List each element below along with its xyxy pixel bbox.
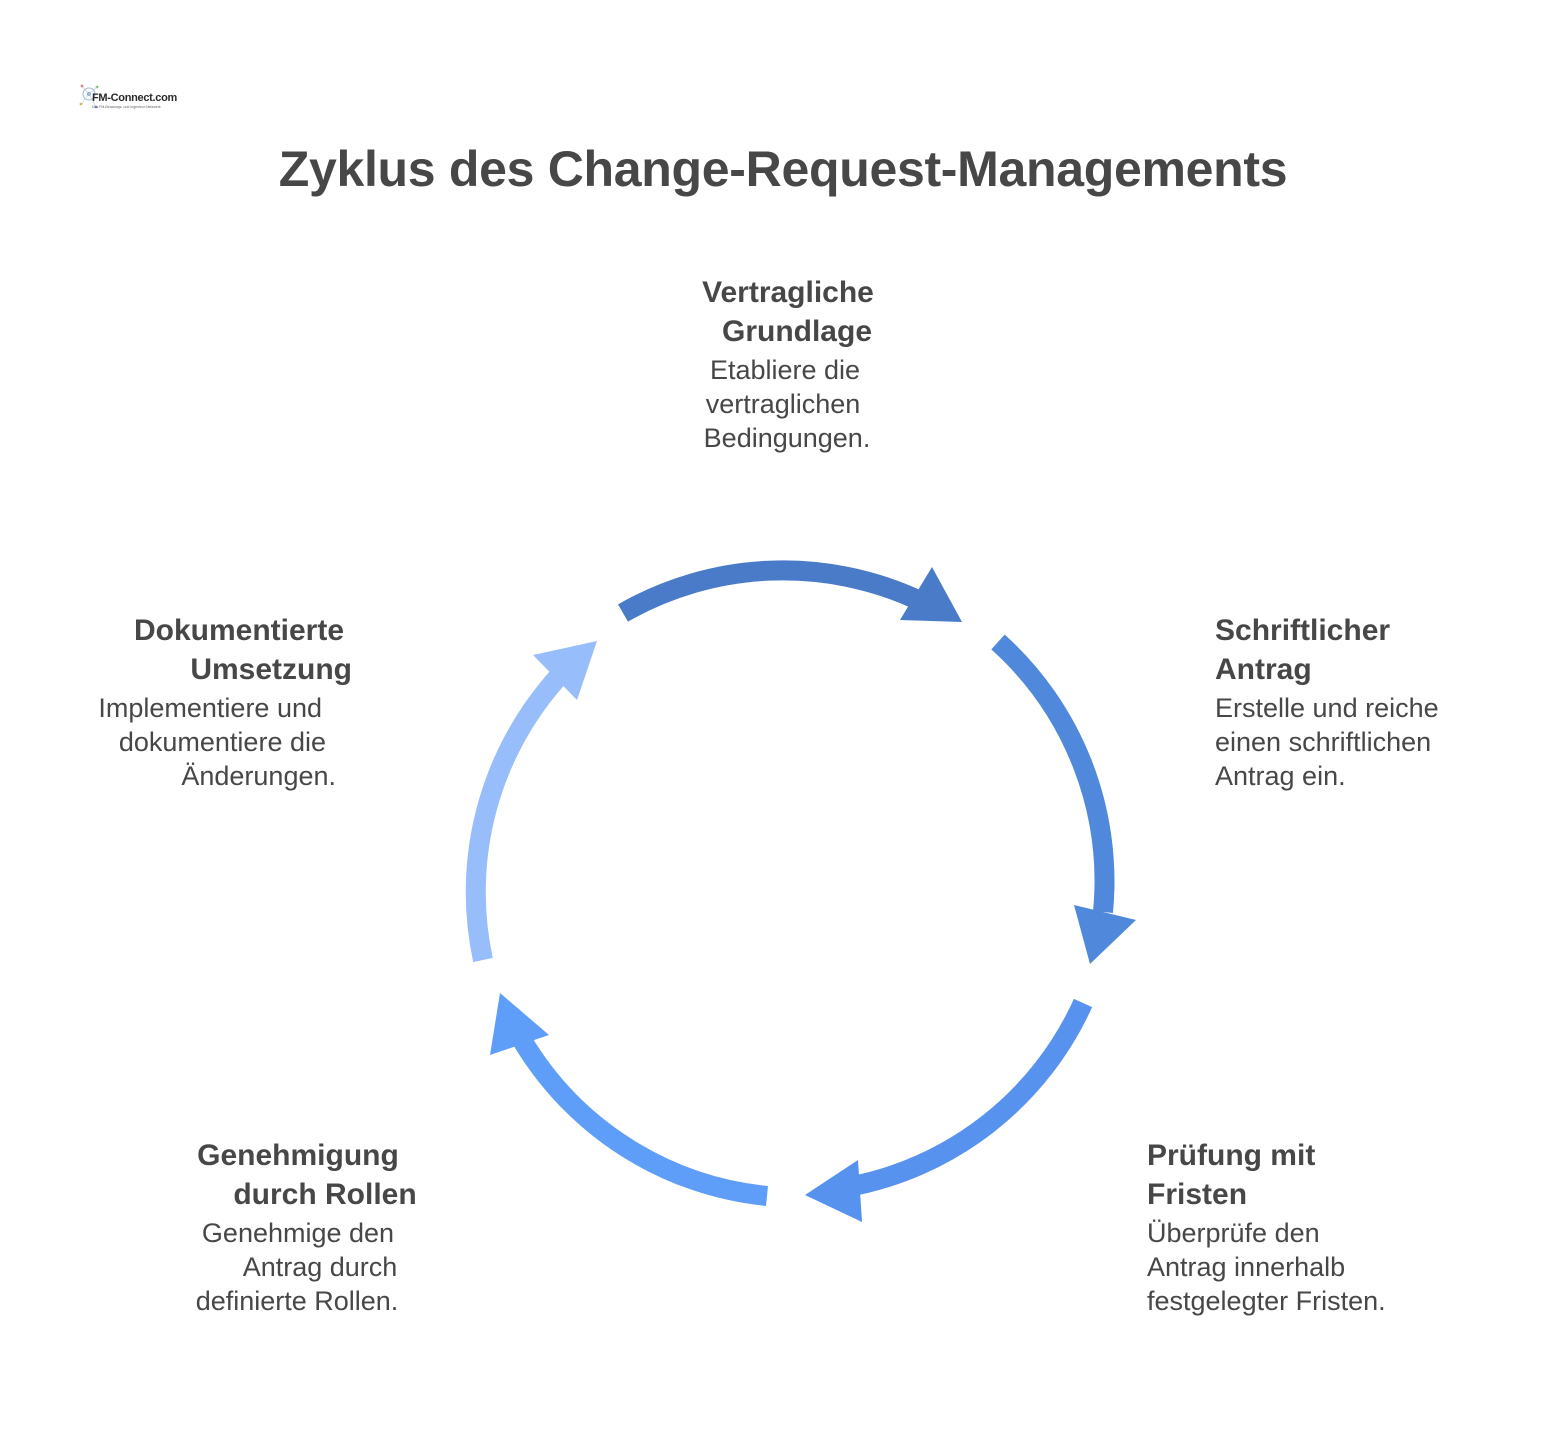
step-pruefung-mit-fristen: Prüfung mit Fristen Überprüfe den Antrag…: [1147, 1136, 1467, 1318]
cycle-arrow-1: [618, 560, 962, 622]
step-title: Prüfung mit Fristen: [1147, 1139, 1316, 1211]
step-description: Überprüfe den Antrag innerhalb festgeleg…: [1147, 1218, 1386, 1316]
step-schriftlicher-antrag: Schriftlicher Antrag Erstelle und reiche…: [1215, 611, 1515, 793]
step-title: Schriftlicher Antrag: [1215, 614, 1391, 686]
step-description: Implementiere und dokumentiere die Änder…: [98, 693, 336, 791]
cycle-arrow-5: [465, 641, 597, 963]
step-dokumentierte-umsetzung: Dokumentierte Umsetzung Implementiere un…: [40, 611, 352, 793]
step-genehmigung-durch-rollen: Genehmigung durch Rollen Genehmige den A…: [160, 1136, 450, 1318]
step-description: Erstelle und reiche einen schriftlichen …: [1215, 693, 1439, 791]
cycle-arrow-2: [991, 634, 1136, 964]
step-description: Genehmige den Antrag durch definierte Ro…: [195, 1218, 399, 1316]
diagram-title: Zyklus des Change-Request-Managements: [278, 141, 1288, 197]
cycle-arrow-3: [805, 998, 1093, 1222]
step-description: Etabliere die vertraglichen Bedingungen.: [703, 355, 871, 453]
logo-network-icon: [79, 84, 99, 109]
step-title: Genehmigung durch Rollen: [197, 1139, 417, 1211]
step-title: Vertragliche Grundlage: [702, 276, 874, 348]
logo-tagline: Das FM-Beratungs- und Ingenieur-Netzwerk: [92, 105, 161, 109]
step-title: Dokumentierte Umsetzung: [133, 614, 352, 686]
cycle-arrow-4: [490, 993, 768, 1206]
step-vertragliche-grundlage: Vertragliche Grundlage Etabliere die ver…: [652, 273, 932, 455]
brand-logo: FM-Connect.com Das FM-Beratungs- und Ing…: [78, 80, 177, 120]
logo-name: FM-Connect.com: [92, 92, 178, 104]
